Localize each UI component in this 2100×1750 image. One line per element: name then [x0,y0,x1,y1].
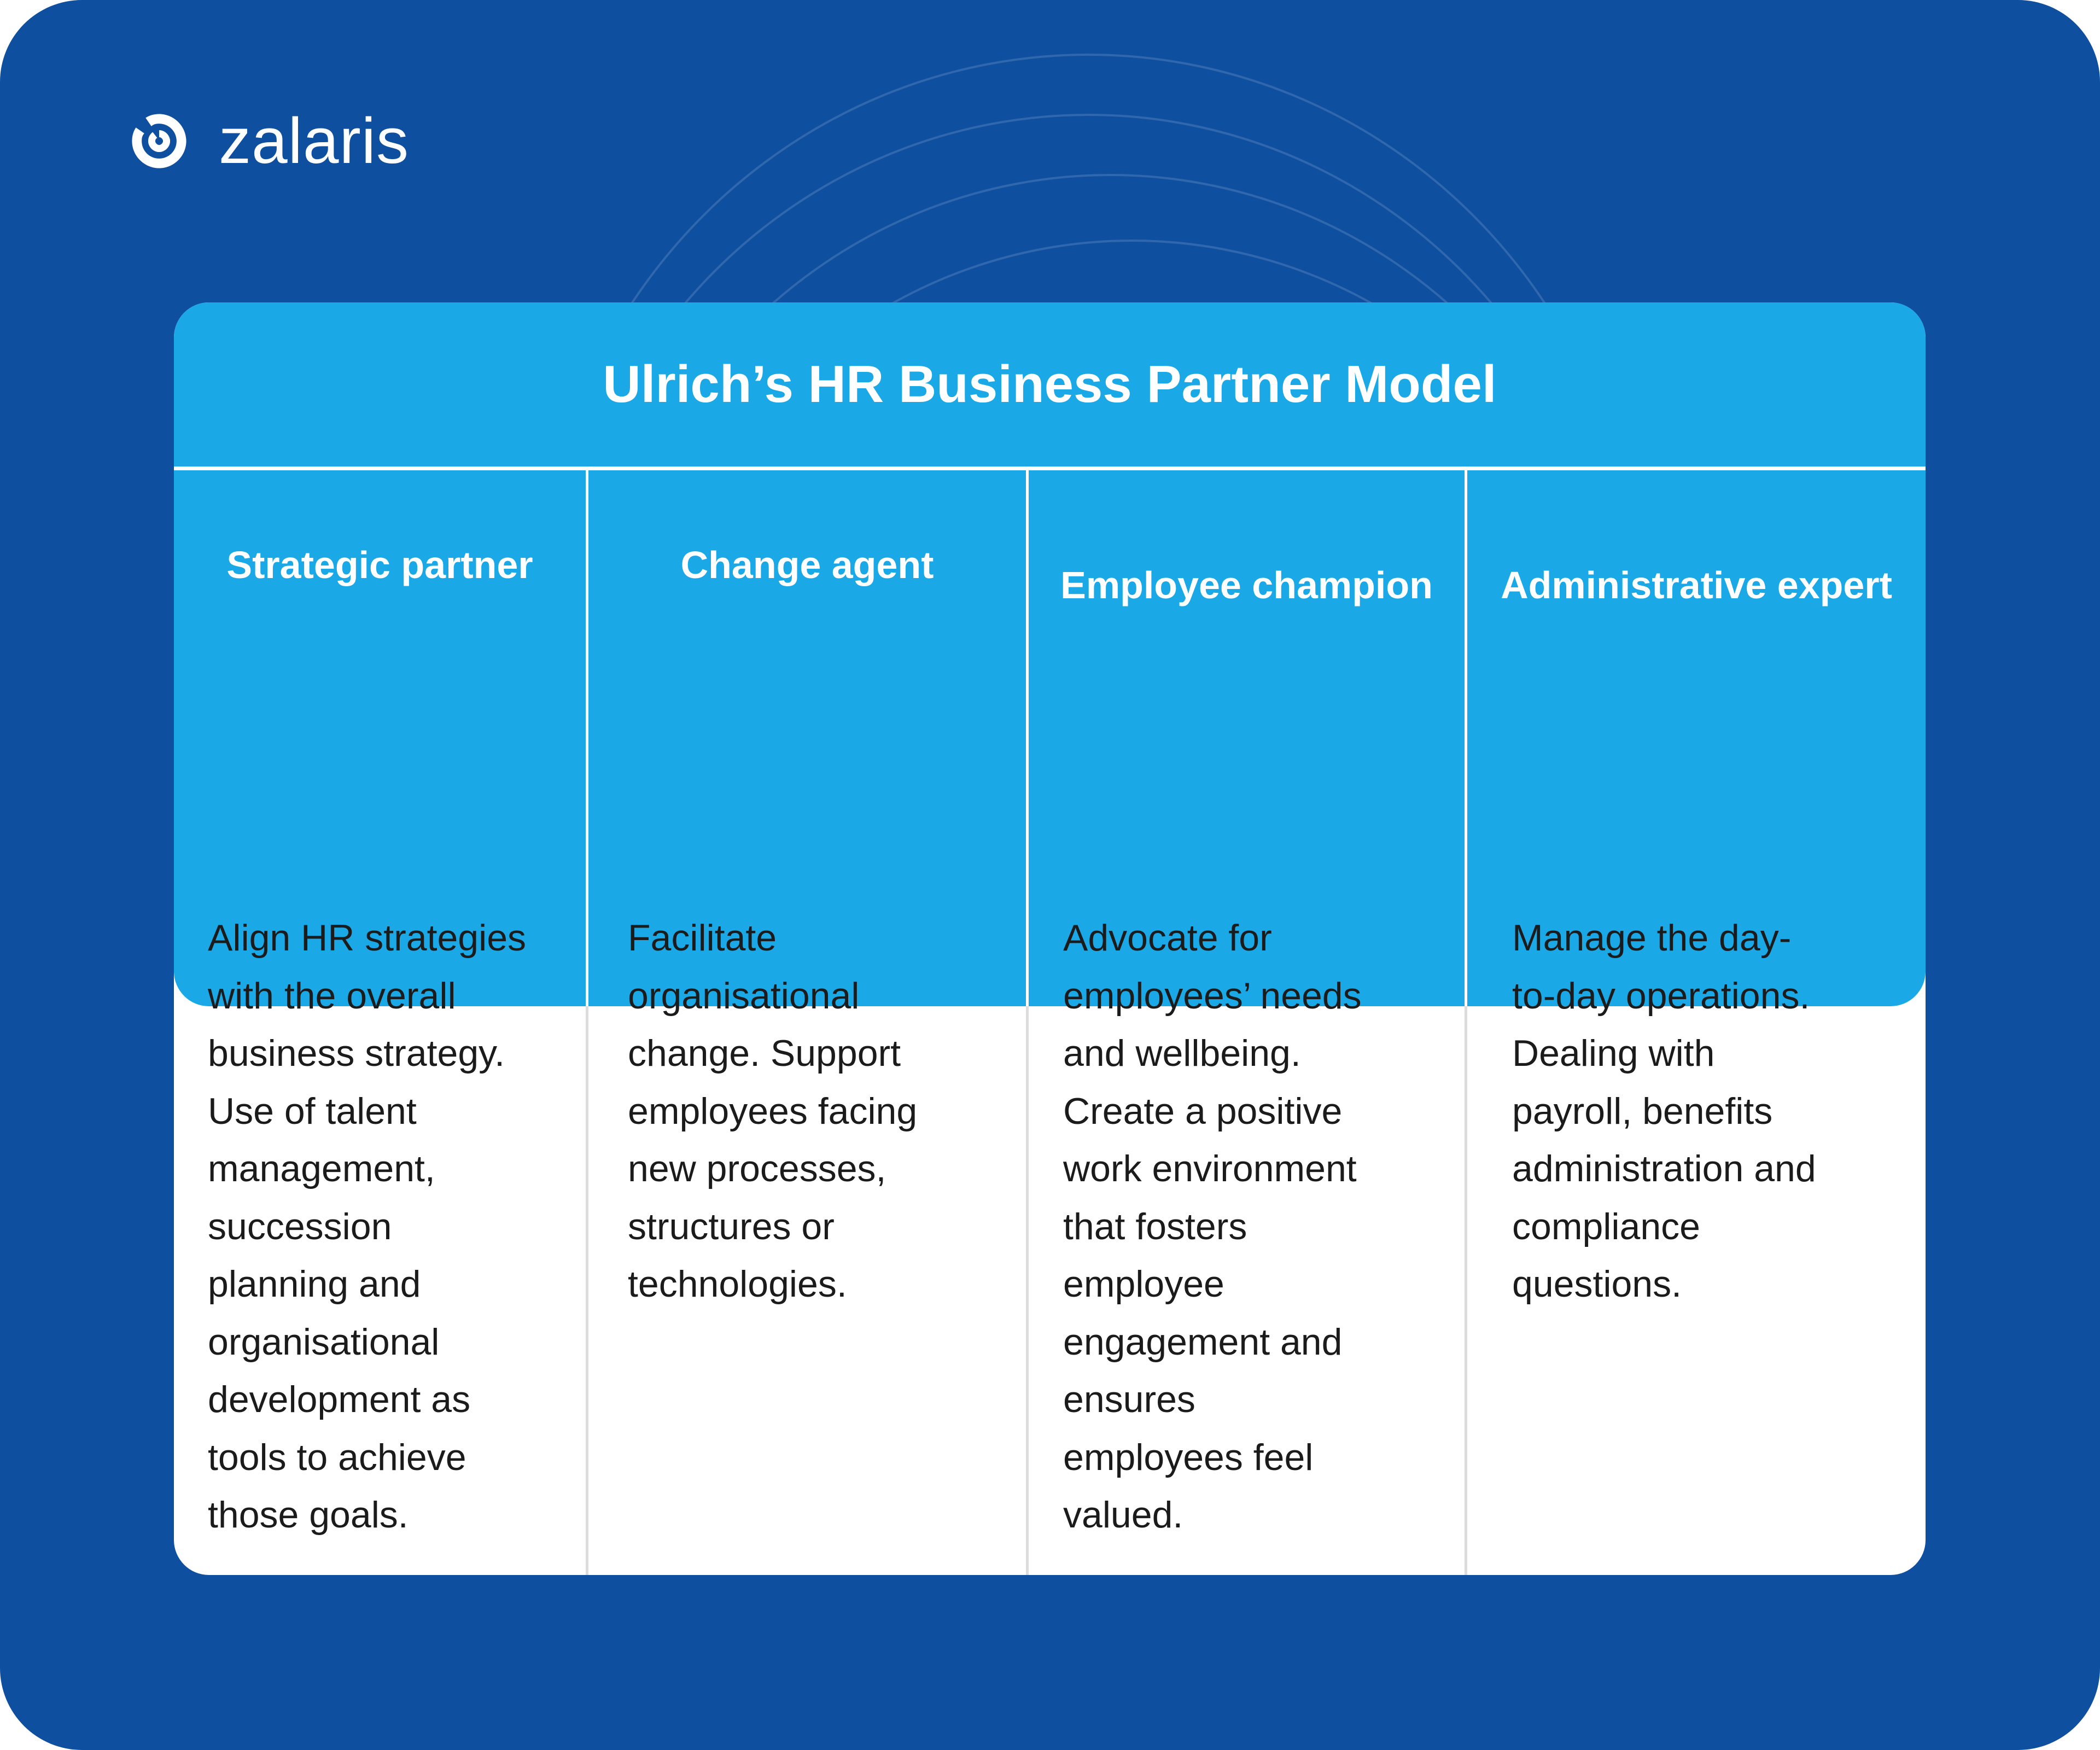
card-header: Ulrich’s HR Business Partner Model [174,302,1926,466]
brand-name: zalaris [219,105,409,177]
description-line: employees feel [1063,1436,1314,1478]
column-divider [586,470,588,1575]
description-line: business strategy. [208,1032,505,1074]
card-title: Ulrich’s HR Business Partner Model [603,355,1497,413]
description-line: and wellbeing. [1063,1032,1301,1074]
role-label-change-agent: Change agent [680,543,934,586]
role-column-employee-champion: Employee champion [1029,470,1465,1575]
description-line: questions. [1512,1263,1682,1305]
description-line: Dealing with [1512,1032,1715,1074]
description-line: tools to achieve [208,1436,466,1478]
description-line: work environment [1063,1148,1357,1189]
description-line: payroll, benefits [1512,1090,1773,1132]
description-line: those goals. [208,1494,409,1536]
description-line: management, [208,1148,435,1189]
role-columns: Strategic partner Change agent Employee … [174,470,1926,1575]
description-line: compliance [1512,1205,1700,1247]
description-line: structures or [628,1205,835,1247]
description-line: planning and [208,1263,421,1305]
description-line: Facilitate [628,917,777,959]
description-line: ensures [1063,1379,1195,1420]
description-line: technologies. [628,1263,847,1305]
description-line: employees facing [628,1090,918,1132]
role-label-strategic-partner: Strategic partner [226,543,533,586]
description-line: new processes, [628,1148,886,1189]
role-description-strategic-partner: Align HR strategies with the overall bus… [208,909,526,1544]
description-line: succession [208,1205,392,1247]
description-line: Create a positive [1063,1090,1343,1132]
role-column-administrative-expert: Administrative expert [1467,470,1926,1575]
role-header-band [174,470,1926,1006]
column-divider-header [586,470,588,1006]
description-line: change. Support [628,1032,901,1074]
role-description-change-agent: Facilitate organisational change. Suppor… [628,909,917,1314]
description-line: valued. [1063,1494,1183,1536]
role-header-band-fill [174,470,1926,1006]
description-line: Manage the day- [1512,917,1792,959]
column-divider [1465,470,1467,1575]
description-line: Advocate for [1063,917,1272,959]
column-divider-header [1026,470,1029,1006]
description-line: that fosters [1063,1205,1247,1247]
description-line: organisational [208,1321,440,1363]
description-line: organisational [628,975,860,1017]
role-description-administrative-expert: Manage the day- to-day operations. Deali… [1512,909,1816,1314]
description-line: employees’ needs [1063,975,1362,1017]
column-divider [1026,470,1029,1575]
description-line: employee [1063,1263,1224,1305]
role-label-administrative-expert: Administrative expert [1501,564,1892,606]
header-divider [174,466,1926,470]
role-label-employee-champion: Employee champion [1060,564,1433,606]
description-line: with the overall [208,975,456,1017]
model-card: Ulrich’s HR Business Partner Model Strat… [174,302,1926,1575]
zalaris-swirl-icon [132,114,186,168]
description-line: Use of talent [208,1090,417,1132]
role-column-change-agent: Change agent [588,470,1026,1575]
description-line: development as [208,1379,471,1420]
brand-logo: zalaris [127,103,409,179]
role-description-employee-champion: Advocate for employees’ needs and wellbe… [1063,909,1362,1544]
description-line: Align HR strategies [208,917,527,959]
description-line: to-day operations. [1512,975,1810,1017]
description-line: engagement and [1063,1321,1343,1363]
role-column-strategic-partner: Strategic partner [174,470,586,1575]
description-line: administration and [1512,1148,1816,1189]
column-divider-header [1465,470,1467,1006]
